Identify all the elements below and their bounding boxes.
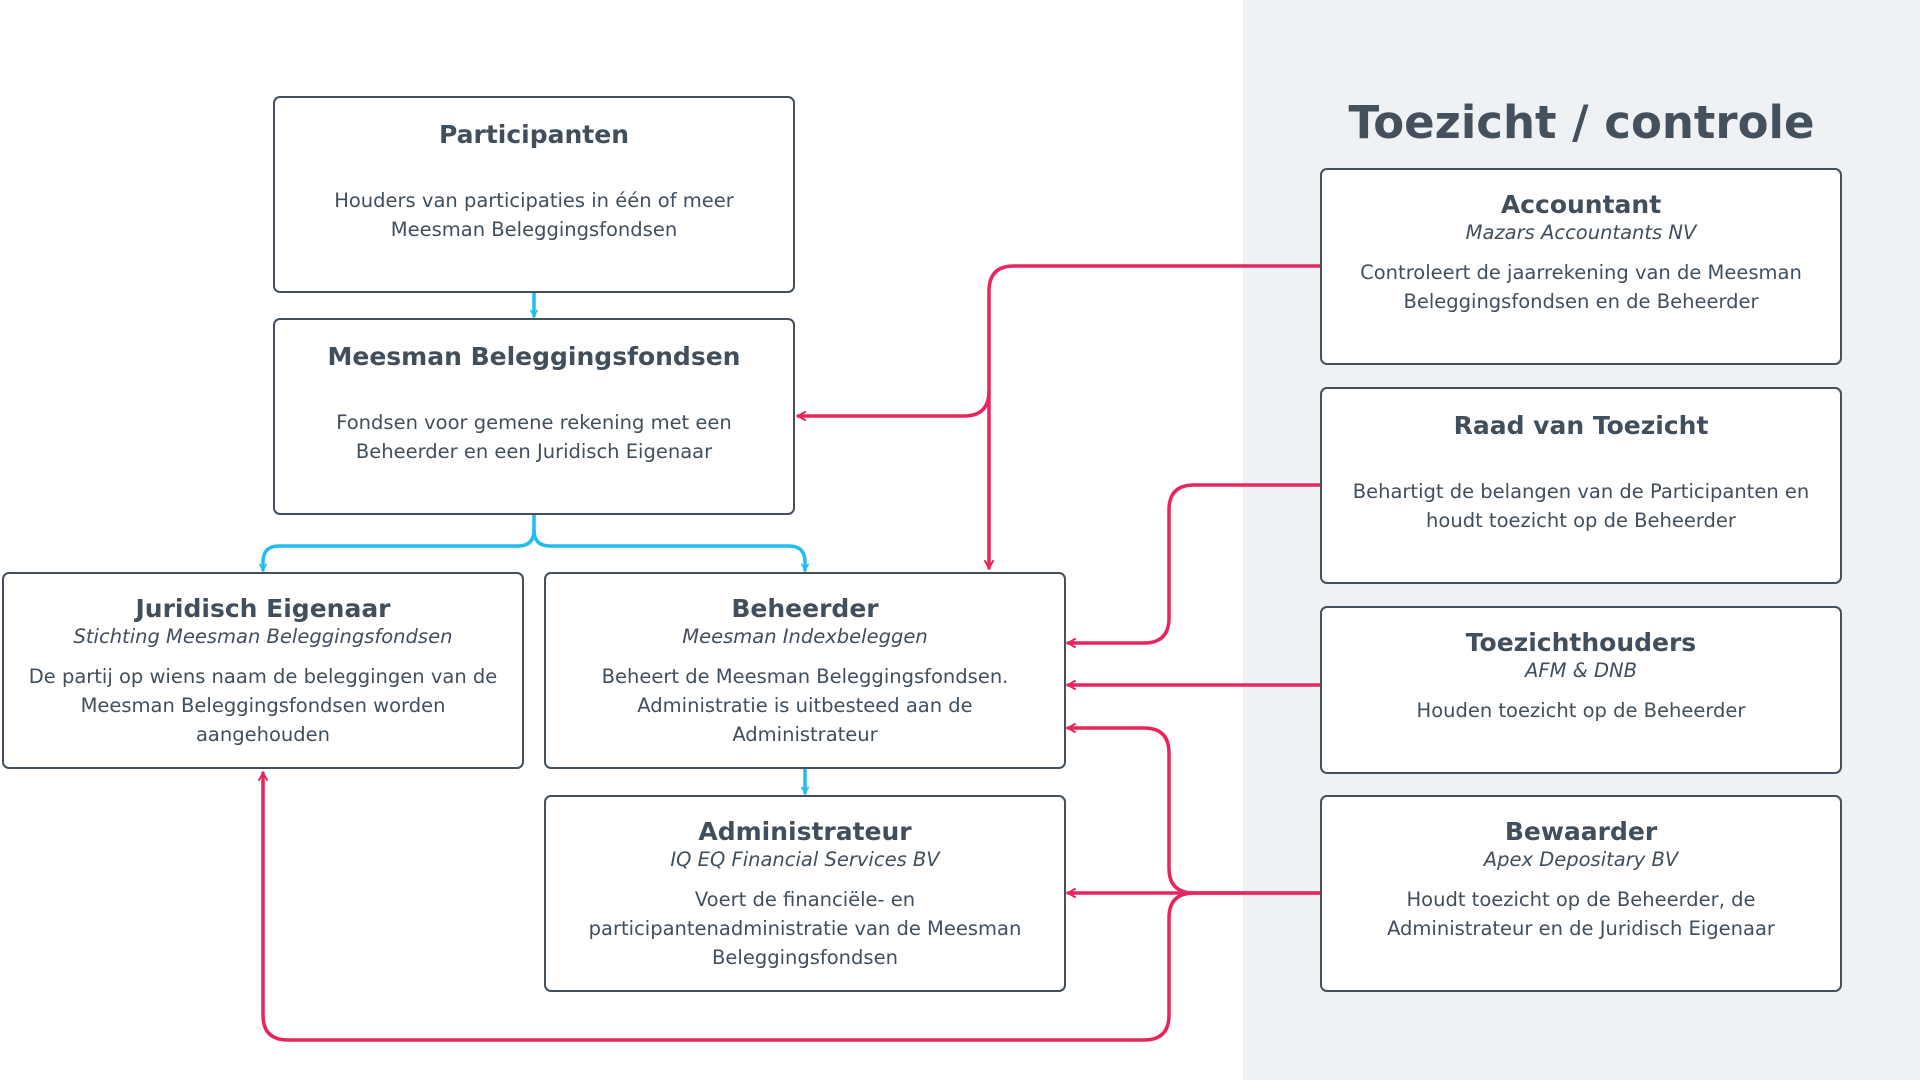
node-bewaarder: Bewaarder Apex Depositary BV Houdt toezi… — [1320, 795, 1842, 992]
accountant-subtitle: Mazars Accountants NV — [1465, 221, 1697, 244]
juridisch-subtitle: Stichting Meesman Beleggingsfondsen — [73, 625, 453, 648]
administrateur-title: Administrateur — [698, 817, 912, 846]
arrow-fondsen-to-beheerder — [532, 528, 809, 572]
toezichthouders-title: Toezichthouders — [1465, 628, 1697, 657]
bewaarder-title: Bewaarder — [1504, 817, 1658, 846]
toezichthouders-subtitle: AFM & DNB — [1525, 659, 1637, 682]
arrow-accountant-to-fondsen — [796, 264, 1322, 421]
node-juridisch-eigenaar: Juridisch Eigenaar Stichting Meesman Bel… — [2, 572, 524, 769]
bewaarder-subtitle: Apex Depositary BV — [1483, 848, 1679, 871]
juridisch-title: Juridisch Eigenaar — [135, 594, 391, 623]
beheerder-subtitle: Meesman Indexbeleggen — [682, 625, 928, 648]
node-accountant: Accountant Mazars Accountants NV Control… — [1320, 168, 1842, 365]
participanten-description: Houders van participaties in één of meer… — [334, 189, 734, 241]
juridisch-description: De partij op wiens naam de beleggingen v… — [28, 665, 498, 746]
accountant-title: Accountant — [1500, 190, 1662, 219]
administrateur-subtitle: IQ EQ Financial Services BV — [670, 848, 940, 871]
beheerder-description: Beheert de Meesman Beleggingsfondsen. Ad… — [601, 665, 1009, 746]
node-beheerder: Beheerder Meesman Indexbeleggen Beheert … — [544, 572, 1066, 769]
raad-description: Behartigt de belangen van de Participant… — [1352, 480, 1810, 532]
node-participanten: Participanten Houders van participaties … — [273, 96, 795, 293]
bewaarder-description: Houdt toezicht op de Beheerder, de Admin… — [1387, 888, 1775, 940]
fondsen-title: Meesman Beleggingsfondsen — [327, 342, 741, 371]
raad-title: Raad van Toezicht — [1453, 411, 1709, 440]
arrow-fondsen-to-juridisch — [259, 514, 536, 572]
panel-title: Toezicht / controle — [1348, 96, 1815, 149]
node-toezichthouders: Toezichthouders AFM & DNB Houden toezich… — [1320, 606, 1842, 774]
node-meesman-beleggingsfondsen: Meesman Beleggingsfondsen Fondsen voor g… — [273, 318, 795, 515]
node-administrateur: Administrateur IQ EQ Financial Services … — [544, 795, 1066, 992]
beheerder-title: Beheerder — [731, 594, 879, 623]
toezichthouders-description: Houden toezicht op de Beheerder — [1416, 699, 1746, 722]
administrateur-description: Voert de financiële- en participantenadm… — [588, 888, 1022, 969]
participanten-title: Participanten — [438, 120, 630, 149]
fondsen-description: Fondsen voor gemene rekening met een Beh… — [336, 411, 732, 463]
accountant-description: Controleert de jaarrekening van de Meesm… — [1360, 261, 1802, 313]
node-raad-van-toezicht: Raad van Toezicht Behartigt de belangen … — [1320, 387, 1842, 584]
